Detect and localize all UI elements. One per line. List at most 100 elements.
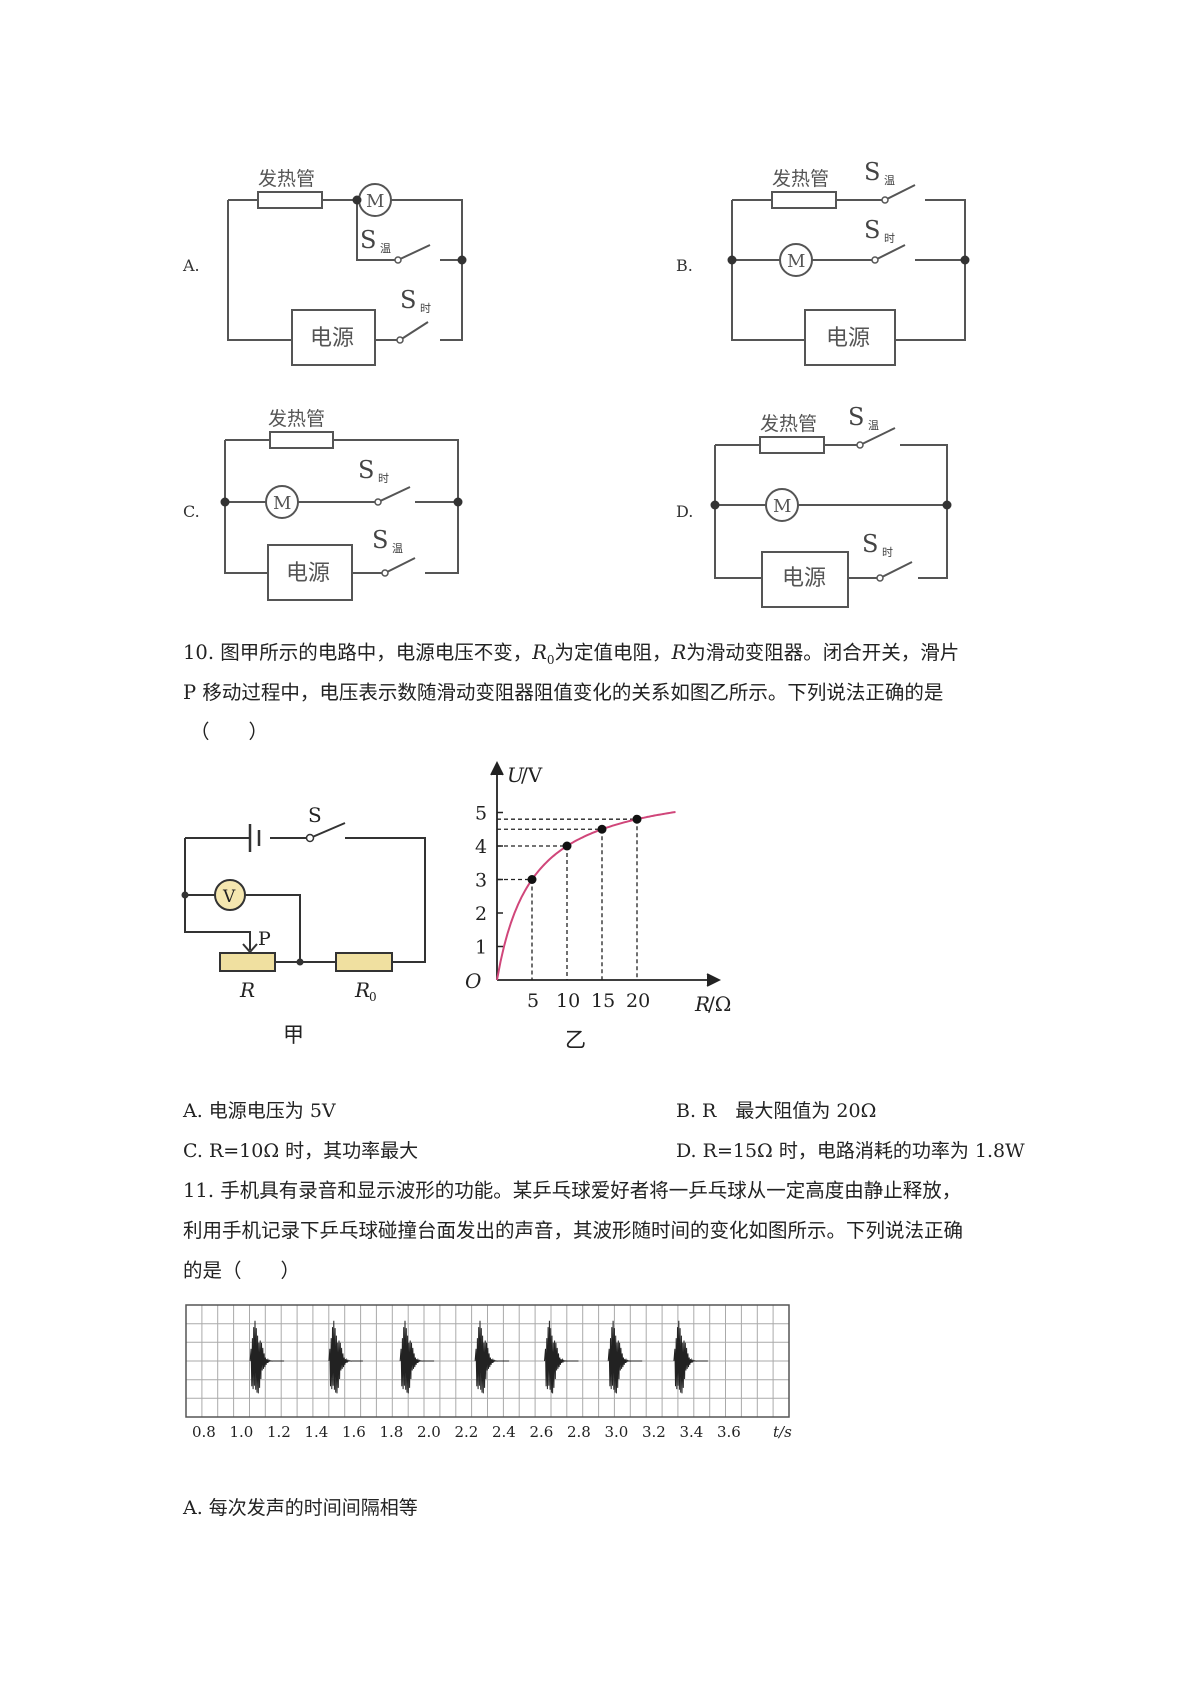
y-axis-label-unit: /V xyxy=(521,763,543,787)
voltmeter-label: V xyxy=(222,887,236,907)
switch-s-label: S xyxy=(864,216,880,244)
time-tick-label: 1.2 xyxy=(267,1423,291,1441)
time-tick-label: 2.4 xyxy=(492,1423,516,1441)
sound-burst xyxy=(474,1320,510,1394)
x-tick-label: 20 xyxy=(626,990,650,1012)
switch-s-label: S xyxy=(360,226,376,254)
chart-data-point xyxy=(527,875,537,884)
u-r-curve xyxy=(496,811,676,981)
q10-option-b: B. R 最大阻值为 20Ω xyxy=(676,1100,877,1122)
time-axis-unit: t/s xyxy=(773,1423,792,1441)
option-label-b: B. xyxy=(676,256,693,275)
waveform-frame xyxy=(185,1304,790,1418)
q11-option-a: A. 每次发声的时间间隔相等 xyxy=(183,1497,418,1519)
x-axis-label-unit: /Ω xyxy=(708,992,731,1016)
sound-burst xyxy=(607,1320,643,1394)
figure-yi-caption: 乙 xyxy=(565,1028,586,1052)
q10-text: 为滑动变阻器。闭合开关，滑片 xyxy=(686,641,960,664)
sound-burst xyxy=(399,1320,435,1394)
switch-sub-label: 温 xyxy=(868,419,879,432)
switch-s-label: S xyxy=(862,530,878,558)
q10-line2: P 移动过程中，电压表示数随滑动变阻器阻值变化的关系如图乙所示。下列说法正确的是 xyxy=(183,681,944,704)
heater-label-d: 发热管 xyxy=(760,413,817,435)
x-tick-label: 5 xyxy=(527,990,539,1012)
switch-s-label: S xyxy=(864,158,880,186)
switch-s-label: S xyxy=(372,526,388,554)
x-tick-label: 10 xyxy=(556,990,580,1012)
time-tick-label: 0.8 xyxy=(192,1423,216,1441)
time-tick-label: 3.6 xyxy=(717,1423,741,1441)
time-tick-label: 1.8 xyxy=(380,1423,404,1441)
time-tick-label: 1.4 xyxy=(305,1423,329,1441)
q10-answer-paren: （ ） xyxy=(190,720,269,743)
switch-s-label: S xyxy=(848,403,864,431)
figure-jia-circuit: S V P R R 0 甲 xyxy=(181,803,426,1047)
time-tick-label: 1.6 xyxy=(342,1423,366,1441)
power-label-a: 电源 xyxy=(310,326,354,351)
q10-line1: 10. 图甲所示的电路中，电源电压不变，R0为定值电阻，R为滑动变阻器。闭合开关… xyxy=(183,640,959,673)
heater-label-b: 发热管 xyxy=(772,168,829,190)
time-tick-label: 3.4 xyxy=(680,1423,704,1441)
option-label-d: D. xyxy=(676,502,693,521)
time-tick-label: 2.0 xyxy=(417,1423,441,1441)
y-tick-label: 1 xyxy=(475,937,487,959)
x-axis-label-r: R xyxy=(694,992,710,1016)
switch-sub-label: 时 xyxy=(884,232,895,245)
figure-jia-caption: 甲 xyxy=(283,1023,304,1047)
time-tick-label: 3.2 xyxy=(642,1423,666,1441)
circuit-c xyxy=(224,431,459,601)
q10-text: 为定值电阻， xyxy=(554,641,672,664)
sound-burst xyxy=(544,1320,579,1394)
power-label-c: 电源 xyxy=(286,561,330,586)
circuit-d xyxy=(714,427,948,608)
chart-data-point xyxy=(632,814,642,824)
y-tick-label: 5 xyxy=(475,803,487,825)
switch-sub-label: 时 xyxy=(882,546,893,559)
time-tick-label: 2.6 xyxy=(530,1423,554,1441)
time-tick-label: 2.2 xyxy=(455,1423,479,1441)
motor-label-d: M xyxy=(773,496,791,517)
chart-data-point xyxy=(562,841,572,851)
switch-sub-label: 温 xyxy=(380,242,391,255)
q10-option-c: C. R=10Ω 时，其功率最大 xyxy=(183,1140,419,1162)
x-axis-arrow xyxy=(706,973,722,987)
circuit-options-figure: 发热管 发热管 发热管 发热管 电源 电源 电源 电源 M M M M S 温 … xyxy=(182,158,970,608)
time-tick-label: 2.8 xyxy=(567,1423,591,1441)
motor-label-b: M xyxy=(787,251,805,272)
x-tick-label: 15 xyxy=(591,990,615,1012)
time-tick-label: 3.0 xyxy=(605,1423,629,1441)
y-tick-label: 3 xyxy=(475,870,487,892)
power-label-b: 电源 xyxy=(826,326,870,351)
switch-sub-label: 温 xyxy=(392,542,403,555)
sound-burst xyxy=(673,1320,708,1394)
q11-line3: 的是（ ） xyxy=(183,1259,301,1282)
switch-sub-label: 温 xyxy=(884,174,895,187)
y-axis-label-u: U xyxy=(507,763,525,787)
q11-line1: 11. 手机具有录音和显示波形的功能。某乒乓球爱好者将一乒乓球从一定高度由静止释… xyxy=(183,1179,962,1202)
r0-label: R xyxy=(354,978,370,1002)
r0-symbol: R xyxy=(532,641,547,664)
option-label-a: A. xyxy=(182,256,200,275)
option-label-c: C. xyxy=(183,502,200,521)
chart-data-point xyxy=(597,824,607,834)
chart-guide-line xyxy=(497,878,533,980)
switch-sub-label: 时 xyxy=(378,472,389,485)
origin-label: O xyxy=(465,969,481,993)
motor-label-c: M xyxy=(273,493,291,514)
slider-p-label: P xyxy=(258,928,271,950)
switch-s-label: S xyxy=(400,286,416,314)
heater-label-c: 发热管 xyxy=(268,408,325,430)
q10-text: 10. 图甲所示的电路中，电源电压不变， xyxy=(183,641,533,664)
q10-option-d: D. R=15Ω 时，电路消耗的功率为 1.8W xyxy=(676,1140,1025,1162)
switch-s-label: S xyxy=(358,456,374,484)
sound-burst xyxy=(328,1320,363,1394)
sound-burst xyxy=(249,1320,285,1394)
chart-guide-line xyxy=(497,828,603,980)
r-symbol: R xyxy=(671,641,687,664)
y-tick-label: 2 xyxy=(475,903,487,925)
r0-subscript: 0 xyxy=(546,652,555,667)
motor-label-a: M xyxy=(366,191,384,212)
switch-s-label: S xyxy=(308,803,322,827)
